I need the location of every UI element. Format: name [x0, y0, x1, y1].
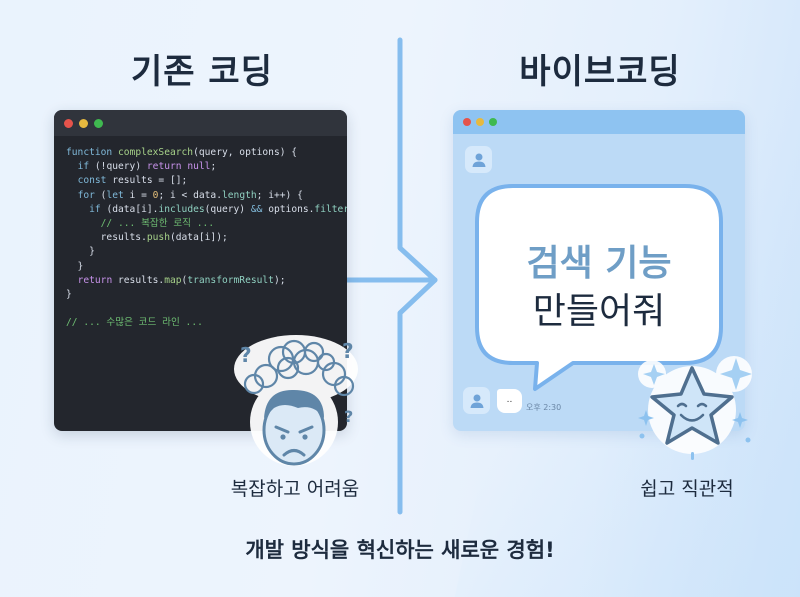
svg-text:?: ?: [342, 339, 354, 363]
bot-avatar-icon: [463, 387, 490, 414]
code-line: return results.map(transformResult);: [77, 274, 286, 286]
code-line: for (let i = 0; i < data.length; i++) {: [77, 189, 303, 201]
right-heading: 바이브코딩: [519, 52, 681, 92]
tagline: 개발 방식을 혁신하는 새로운 경험!: [245, 538, 555, 562]
code-line: }: [66, 246, 95, 258]
chat-window-titlebar: [453, 110, 745, 134]
right-caption: 쉽고 직관적: [640, 478, 734, 500]
reply-bubble: ..: [497, 389, 522, 413]
left-heading: 기존 코딩: [131, 52, 273, 92]
maximize-dot-icon: [489, 118, 497, 126]
svg-text:?: ?: [344, 407, 353, 426]
svg-text:?: ?: [240, 343, 252, 367]
prompt-line-2: 만들어줘: [532, 291, 666, 332]
user-avatar-icon: [465, 146, 492, 173]
code-line: // ... 복잡한 로직 ...: [100, 218, 215, 230]
close-dot-icon: [463, 118, 471, 126]
code-line: if (!query) return null;: [77, 161, 217, 173]
code-line: results.push(data[i]);: [66, 232, 228, 244]
divider-arrow-icon: [344, 37, 438, 515]
code-line: }: [66, 260, 84, 272]
code-line: }: [66, 289, 72, 301]
prompt-line-1: 검색 기능: [526, 243, 672, 284]
speech-bubble: [475, 184, 723, 391]
confused-person-icon: ? ? ?: [234, 335, 358, 466]
code-editor-titlebar: [54, 110, 347, 136]
code-line: const results = [];: [77, 175, 188, 187]
code-editor-window: function complexSearch(query, options) {…: [54, 110, 347, 431]
maximize-dot-icon: [94, 118, 103, 128]
code-block: function complexSearch(query, options) {…: [54, 136, 347, 331]
code-line: // ... 수많은 코드 라인 ...: [66, 317, 203, 329]
left-caption: 복잡하고 어려움: [230, 478, 360, 500]
smiling-star-icon: [638, 356, 752, 460]
minimize-dot-icon: [476, 118, 484, 126]
code-line: function complexSearch(query, options) {: [66, 147, 298, 158]
code-line: [66, 302, 347, 316]
code-line: if (data[i].includes(query) && options.f…: [89, 203, 347, 215]
minimize-dot-icon: [79, 118, 88, 128]
message-timestamp: 오후 2:30: [526, 403, 562, 412]
close-dot-icon: [64, 118, 73, 128]
